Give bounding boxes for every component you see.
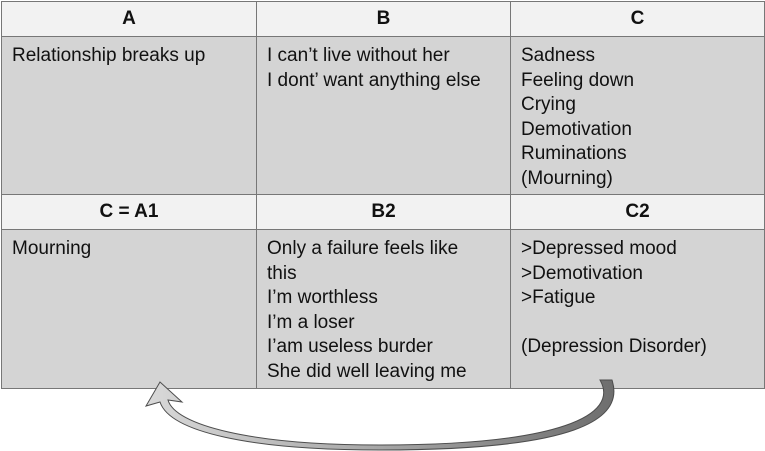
cell-b2-line: this bbox=[267, 262, 297, 284]
cell-b2-line: I’m a loser bbox=[267, 311, 355, 333]
cell-b-line: I can’t live without her bbox=[267, 45, 450, 66]
cell-c-line: Feeling down bbox=[521, 69, 635, 91]
cell-c-line: (Mourning) bbox=[521, 167, 613, 189]
cell-b2-line: I’am useless burder bbox=[267, 336, 433, 357]
cell-b-line: I dont’ want anything else bbox=[267, 69, 481, 91]
cell-c2: >Depressed mood >Demotivation >Fatigue (… bbox=[510, 229, 765, 389]
cell-c: Sadness Feeling down Crying Demotivation… bbox=[510, 36, 765, 195]
curved-arrow-icon bbox=[144, 379, 615, 451]
cell-b: I can’t live without her I dont’ want an… bbox=[256, 36, 511, 195]
header-a: A bbox=[1, 1, 257, 37]
cell-c-line: Demotivation bbox=[521, 118, 632, 140]
abc-table: A B C Relationship breaks up I can’t liv… bbox=[1, 1, 765, 389]
cell-a1: Mourning bbox=[1, 229, 257, 389]
cell-a1-line: Mourning bbox=[12, 238, 92, 259]
cell-b2-line: I’m worthless bbox=[267, 287, 378, 308]
cell-b2-line: Only a failure feels like bbox=[267, 238, 459, 259]
cell-a: Relationship breaks up bbox=[1, 36, 257, 195]
header-b2: B2 bbox=[256, 194, 511, 230]
cell-c-line: Sadness bbox=[521, 45, 595, 66]
cell-a-line: Relationship breaks up bbox=[12, 45, 206, 66]
header-c2: C2 bbox=[510, 194, 765, 230]
cell-c2-line: >Depressed mood bbox=[521, 238, 677, 259]
cell-c2-line: >Fatigue bbox=[521, 287, 596, 308]
cell-c-line: Crying bbox=[521, 94, 576, 115]
cell-c2-line: (Depression Disorder) bbox=[521, 336, 707, 357]
cell-b2-line: She did well leaving me bbox=[267, 360, 467, 382]
cell-c-line: Ruminations bbox=[521, 143, 627, 164]
top-header-row: A B C bbox=[1, 1, 765, 37]
cell-c2-line: >Demotivation bbox=[521, 262, 643, 284]
bottom-body-row: Mourning Only a failure feels like this … bbox=[1, 229, 765, 389]
top-body-row: Relationship breaks up I can’t live with… bbox=[1, 36, 765, 195]
